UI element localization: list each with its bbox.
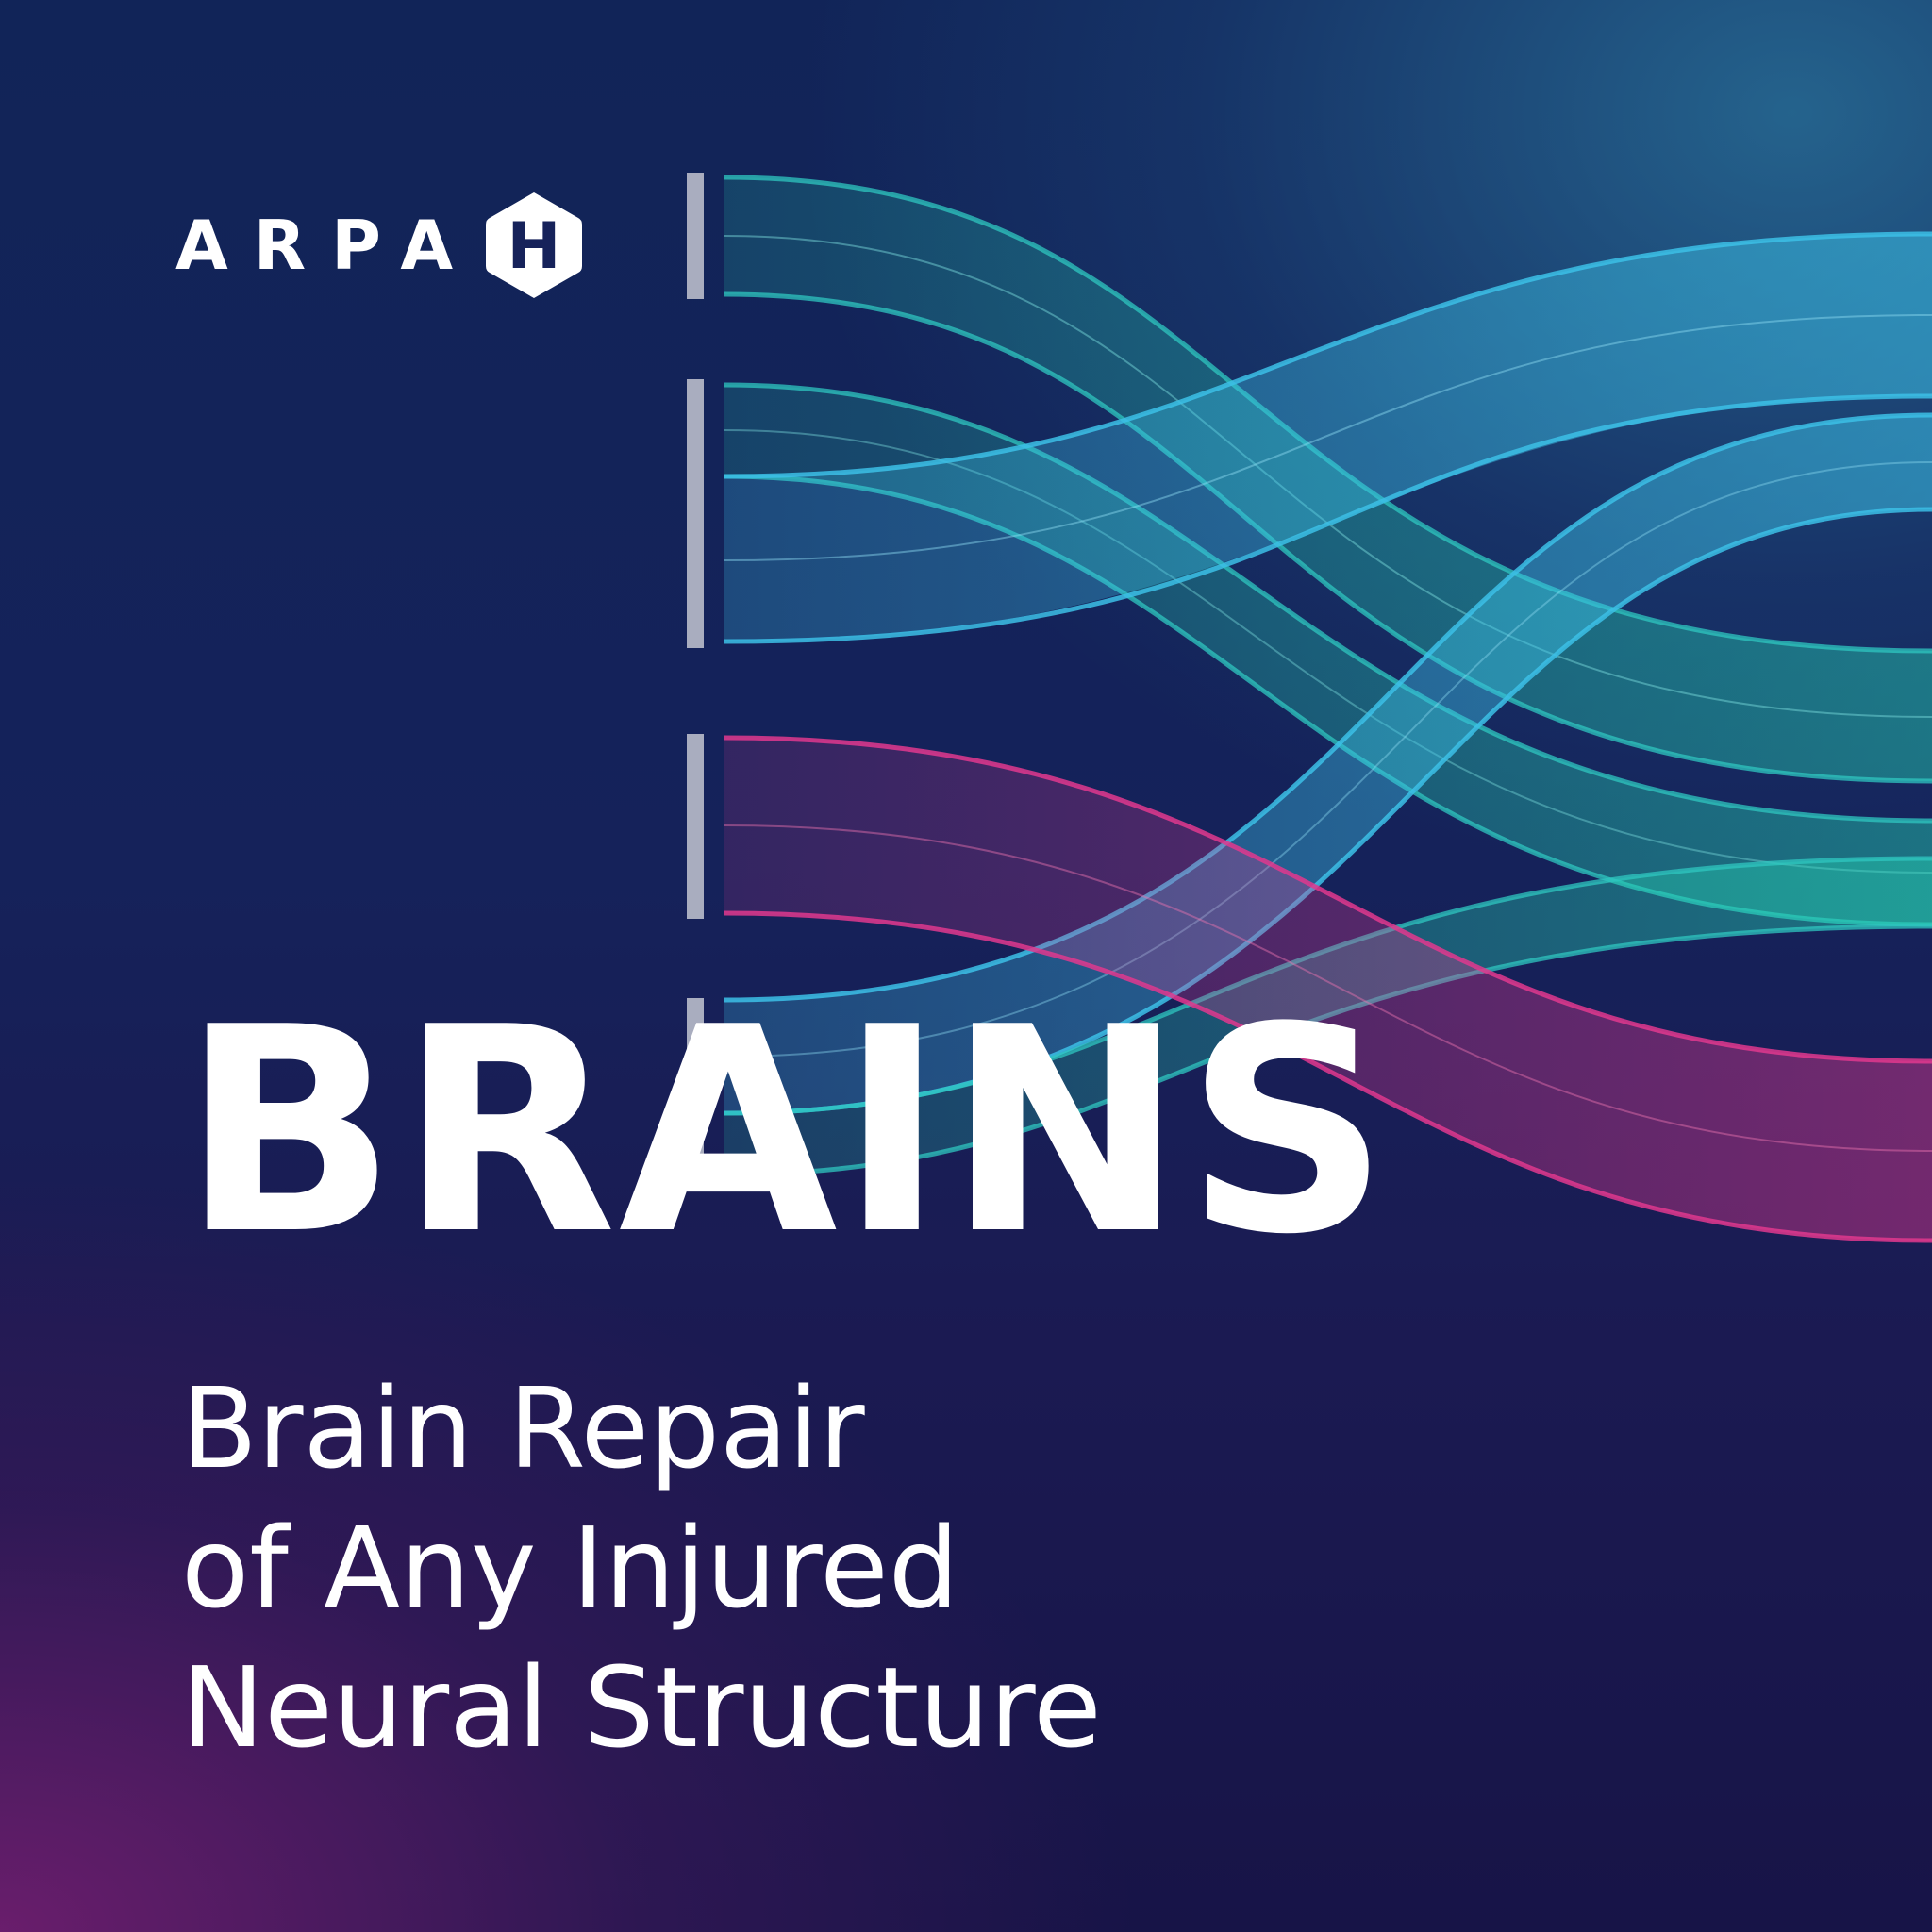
page-title: BRAINS (181, 967, 1391, 1296)
arpa-h-logo: ARPA H (175, 189, 586, 302)
bracket-bars (687, 173, 704, 1177)
bracket-bar-4 (687, 998, 704, 1177)
bracket-bar-3 (687, 734, 704, 919)
bracket-bar-2 (687, 379, 704, 648)
subtitle: Brain Repair of Any Injured Neural Struc… (181, 1358, 1102, 1777)
logo-mark-letter: H (508, 209, 561, 284)
ribbon-magenta (724, 735, 1932, 1243)
logo-wordmark: ARPA (175, 206, 479, 285)
hexagon-h-icon: H (486, 192, 583, 298)
ribbon-blue-1 (724, 231, 1932, 644)
bracket-bar-1 (687, 173, 704, 299)
subtitle-line-3: Neural Structure (181, 1642, 1102, 1773)
subtitle-line-1: Brain Repair (181, 1363, 865, 1493)
subtitle-line-2: of Any Injured (181, 1503, 959, 1633)
